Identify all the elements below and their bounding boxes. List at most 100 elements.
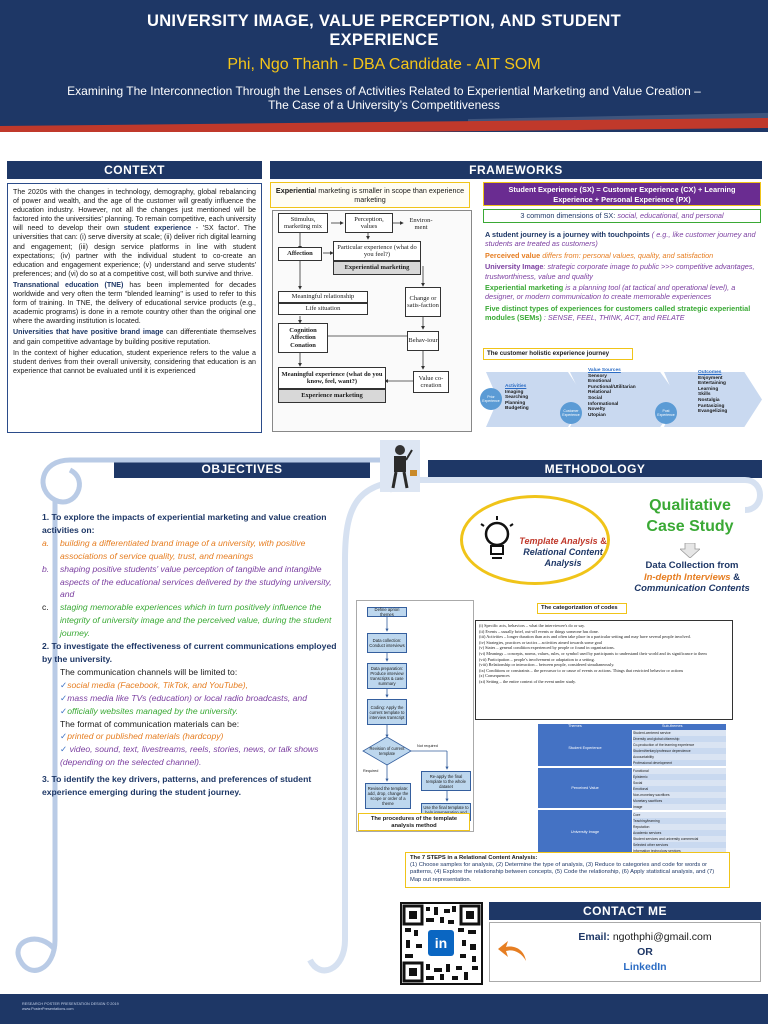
code-item: (i) Specific acts, behaviors – what the … xyxy=(479,623,585,628)
context-heading: CONTEXT xyxy=(7,161,262,179)
context-paragraph-3: Universities that have positive brand im… xyxy=(13,328,256,346)
subthemes-col: Student-centered service Diversity and g… xyxy=(633,730,726,860)
journey-label: The customer holistic experience journey xyxy=(483,348,633,360)
step-revision: Revision of current template xyxy=(369,746,405,756)
customer-journey-diagram: Prior Experience Customer Experience Pos… xyxy=(478,362,762,434)
step-reapply-template: Re-apply the final template to the whole… xyxy=(421,771,471,791)
channels-intro: The communication channels will be limit… xyxy=(60,666,238,677)
code-item: (iv) Strategies, practices or tactics – … xyxy=(479,639,603,645)
linkedin-link[interactable]: LinkedIn xyxy=(623,961,667,973)
code-item: (ii) Events – usually brief, out-off eve… xyxy=(479,628,599,634)
theme-student-experience: Student Experience xyxy=(538,730,632,766)
context-paragraph-2: Transnational education (TNE) has been i… xyxy=(13,280,256,326)
theme-university-image: University Image xyxy=(538,810,632,854)
objective-1c: c.staging memorable experiences which in… xyxy=(42,602,332,639)
procedure-arrows xyxy=(362,617,449,802)
channel-social: ✓social media (Facebook, TikTok, and You… xyxy=(60,679,249,690)
label-not-required: Not required xyxy=(417,744,438,748)
qr-pattern xyxy=(402,904,481,983)
journey-chevron-3 xyxy=(664,372,762,427)
code-item: (iii) Activities – longer duration than … xyxy=(479,634,691,640)
objective-1b: b.shaping positive students' value perce… xyxy=(42,563,332,600)
journey-activities: Activities Imaging Searching Planning Bu… xyxy=(505,384,529,412)
step-data-preparation: Data preparation: Produce interview tran… xyxy=(367,663,407,689)
check-icon: ✓ xyxy=(60,692,68,703)
objectives-list: 1. To explore the impacts of experientia… xyxy=(42,505,342,960)
footer-credit: RESEARCH POSTER PRESENTATION DESIGN © 20… xyxy=(22,1002,119,1011)
code-item: (xi) Setting – the entire context of the… xyxy=(479,678,576,684)
journey-value-sources: Value Sources Sensory Emotional Function… xyxy=(588,368,636,418)
sx-dimensions-box: 3 common dimensions of SX: social, educa… xyxy=(483,209,761,223)
channel-websites: ✓officially websites managed by the univ… xyxy=(60,705,239,716)
perception-box: Perception, values xyxy=(345,213,393,233)
cognition-box: Cognition Affection Conation xyxy=(278,323,328,353)
subtitle-line-1: Examining The Interconnection Through th… xyxy=(67,84,701,98)
step-revise-template: Revised the template: add, drop, change … xyxy=(365,783,411,809)
title-line-1: UNIVERSITY IMAGE, VALUE PERCEPTION, AND … xyxy=(146,12,621,30)
contact-box: Email: ngothphi@gmail.com OR LinkedIn xyxy=(489,922,761,982)
experiential-note: Experiential marketing is smaller in sco… xyxy=(270,182,470,208)
format-digital: ✓ video, sound, text, livestreams, reels… xyxy=(60,744,319,768)
point-university-image: University Image: strategic corporate im… xyxy=(485,262,755,281)
analysis-methods: Template Analysis & Relational Content A… xyxy=(519,536,607,568)
change-box: Change or satis-faction xyxy=(405,287,441,317)
code-item: (vi) Meanings – concepts, norms, values,… xyxy=(479,650,707,656)
context-paragraph-1: The 2020s with the changes in technology… xyxy=(13,188,256,278)
contact-or: OR xyxy=(637,946,653,958)
email-link[interactable]: ngothphi@gmail.com xyxy=(612,931,712,943)
curved-arrow-icon xyxy=(498,941,526,961)
businessman-icon xyxy=(380,440,420,492)
relational-steps-box: The 7 STEPS in a Relational Content Anal… xyxy=(405,852,730,888)
code-item: (ix) Conditions or constraints – the pre… xyxy=(479,667,684,673)
step-coding: Coding: Apply the current template to in… xyxy=(367,699,407,725)
lightbulb-icon xyxy=(480,516,514,559)
objective-3: 3. To identify the key drivers, patterns… xyxy=(42,774,312,798)
code-item: (viii) Relationship or interaction – bet… xyxy=(479,662,615,668)
poster-subtitle: Examining The Interconnection Through th… xyxy=(0,84,768,112)
template-analysis-procedure: Define apriori themes Data collection: C… xyxy=(356,600,474,832)
experiential-marketing-box: Experiential marketing xyxy=(333,261,421,275)
code-item: (v) States – general condition experienc… xyxy=(479,645,615,651)
customer-experience-circle: Customer Experience xyxy=(560,402,582,424)
subtitle-line-2: The Case of a University’s Competitivene… xyxy=(268,98,500,112)
methodology-heading: METHODOLOGY xyxy=(428,460,762,478)
linkedin-logo-icon: in xyxy=(428,930,454,956)
diagram-arrows xyxy=(298,221,425,383)
title-line-2: EXPERIENCE xyxy=(329,31,439,49)
point-experiential-marketing: Experiential marketing is a planning too… xyxy=(485,283,736,302)
behaviour-box: Behav-iour xyxy=(407,331,439,351)
qualitative-case-study: Qualitative Case Study xyxy=(646,497,734,535)
poster-title: UNIVERSITY IMAGE, VALUE PERCEPTION, AND … xyxy=(0,12,768,50)
contact-heading: CONTACT ME xyxy=(489,902,761,920)
check-icon: ✓ xyxy=(60,744,68,755)
code-item: (vii) Participation – people's involveme… xyxy=(479,656,595,662)
affection-box: Affection xyxy=(278,247,322,261)
point-perceived-value: Perceived value differs from: personal v… xyxy=(485,250,714,260)
procedure-label: The procedures of the template analysis … xyxy=(358,813,470,831)
frameworks-heading: FRAMEWORKS xyxy=(270,161,762,179)
down-arrow-icon xyxy=(680,543,700,558)
step-data-collection: Data collection: Conduct interviews xyxy=(367,633,407,653)
journey-outcomes: Outcomes Enjoyment Entertaining Learning… xyxy=(698,370,728,415)
codes-categorization-box: (i) Specific acts, behaviors – what the … xyxy=(475,620,733,720)
meaningful-experience-box: Meaningful experience (what do you know,… xyxy=(278,367,386,389)
step-define-themes: Define apriori themes xyxy=(367,607,407,617)
themes-table: Themes Sub-themes Student Experience Per… xyxy=(538,724,726,860)
frameworks-area: Experiential marketing is smaller in sco… xyxy=(270,180,762,435)
channel-mass-media: ✓mass media like TVs (education) or loca… xyxy=(60,692,307,703)
data-collection: Data Collection from In-depth Interviews… xyxy=(634,560,750,594)
check-icon: ✓ xyxy=(60,679,68,690)
point-student-journey: A student journey is a journey with touc… xyxy=(485,230,756,249)
objective-2: 2. To investigate the effectiveness of c… xyxy=(42,641,337,664)
format-intro: The format of communication materials ca… xyxy=(60,718,240,729)
code-item: (x) Consequences xyxy=(479,673,510,679)
environment-label: Environ-ment xyxy=(409,216,433,232)
theme-perceived-value: Perceived Value xyxy=(538,768,632,808)
framework-points: A student journey is a journey with touc… xyxy=(485,230,761,325)
particular-experience-box: Particular experience (what do you feel?… xyxy=(333,241,421,261)
contact-email: Email: ngothphi@gmail.com xyxy=(578,931,712,943)
poster-footer: RESEARCH POSTER PRESENTATION DESIGN © 20… xyxy=(0,994,768,1024)
prior-experience-circle: Prior Experience xyxy=(480,388,502,410)
objective-1a: a.building a differentiated brand image … xyxy=(42,537,306,561)
format-printed: ✓printed or published materials (hardcop… xyxy=(60,731,224,742)
